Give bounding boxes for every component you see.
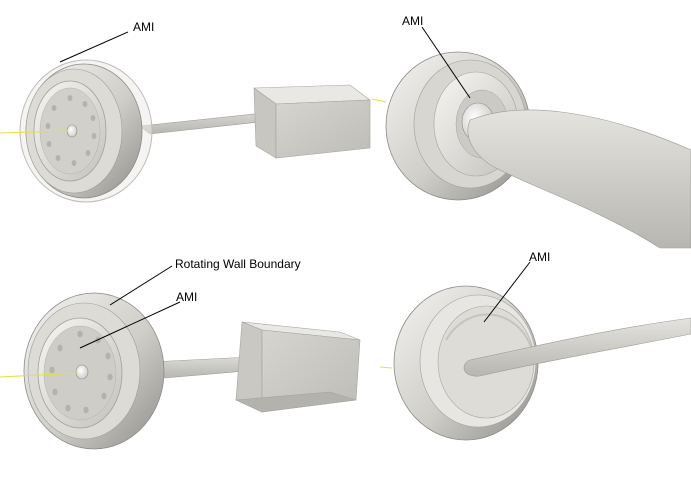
leader-line-bottom-left-ami: [79, 301, 181, 349]
bolt-holes: [45, 95, 97, 166]
suspension-arm: [463, 317, 691, 377]
leader-line-rotating-wall: [109, 265, 173, 306]
label-ami-bottom-left: AMI: [176, 290, 198, 304]
rotation-axis: [0, 130, 69, 134]
panel-top-left: [0, 31, 371, 203]
rotation-axis: [0, 372, 79, 378]
leader-line-bottom-right: [483, 261, 531, 323]
label-ami-bottom-right: AMI: [529, 250, 551, 264]
label-ami-top-right: AMI: [402, 14, 424, 28]
hub: [75, 364, 89, 380]
hub: [66, 124, 78, 138]
panel-bottom-right: [379, 261, 691, 441]
panel-top-right: [371, 26, 691, 249]
label-ami-top-left: AMI: [133, 20, 155, 34]
label-rotating-wall-boundary: Rotating Wall Boundary: [175, 257, 301, 271]
leader-line-top-left: [59, 31, 129, 63]
suspension-arm: [467, 109, 691, 249]
leader-line-top-right: [421, 26, 471, 99]
upright-block: [253, 84, 371, 159]
panel-bottom-left: [0, 265, 361, 450]
upright-block: [234, 321, 361, 413]
